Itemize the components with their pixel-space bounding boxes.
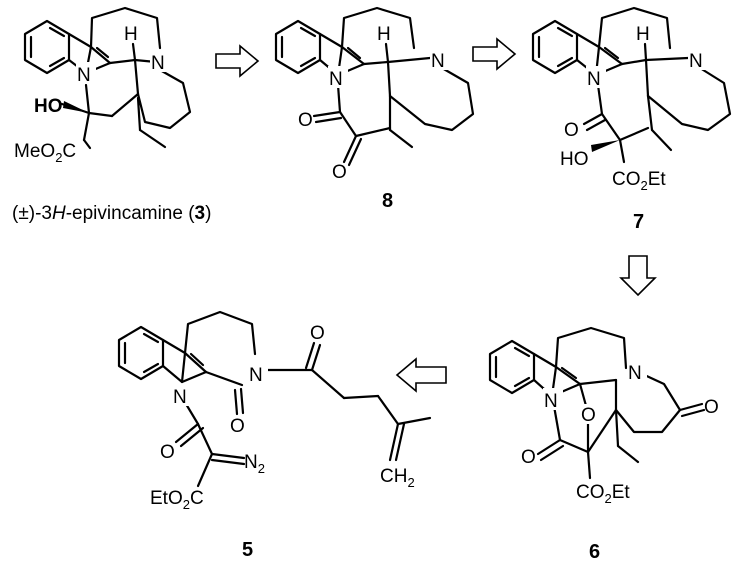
compound-8-label: 8 (382, 190, 393, 212)
compound-7-atom-o: O (564, 120, 579, 141)
compound-3-structure: N N H HO MeO2C (14, 6, 192, 165)
retro-arrow-7-to-6 (619, 255, 657, 297)
compound-5-structure: N N O O O N2 EtO2C CH2 (117, 310, 432, 512)
compound-6-atom-o-lactam: O (704, 397, 719, 418)
compound-5-atom-o1: O (310, 323, 325, 344)
compound-7-atom-n-amine: N (689, 51, 703, 72)
compound-3-atom-oh: HO (34, 96, 63, 117)
compound-6-ester: CO2Et (576, 482, 630, 506)
compound-8-atom-n-amine: N (431, 51, 445, 72)
compound-8-atom-n-indole: N (329, 69, 343, 90)
compound-3-ester: MeO2C (14, 141, 76, 165)
compound-3-caption: (±)-3H-epivincamine (3) (12, 203, 211, 224)
compound-3-atom-n-amine: N (151, 53, 165, 74)
compound-5-diazo: N2 (244, 452, 265, 476)
compound-7-atom-oh: HO (560, 149, 589, 170)
compound-6-atom-o-ring: O (521, 447, 536, 468)
compound-5-label: 5 (242, 539, 253, 561)
compound-6-atom-o-bridge: O (581, 405, 596, 426)
compound-5-atom-n-amide: N (249, 365, 263, 386)
retro-arrow-8-to-7 (472, 37, 517, 71)
compound-6-atom-n-amide: N (628, 363, 642, 384)
compound-7-atom-h: H (636, 24, 650, 45)
compound-8-atom-o2: O (332, 162, 347, 183)
compound-8-atom-h: H (377, 24, 391, 45)
compound-5-atom-n-indole: N (173, 387, 187, 408)
compound-7-atom-n-indole: N (587, 69, 601, 90)
compound-5-atom-o3: O (160, 442, 175, 463)
compound-7-label: 7 (633, 211, 644, 233)
compound-6-atom-n-indole: N (544, 391, 558, 412)
compound-6-structure: N N O O O CO2Et (488, 326, 719, 506)
compound-5-atom-o2: O (230, 416, 245, 437)
compound-7-structure: N N H O HO CO2Et (531, 6, 732, 193)
compound-3-atom-h: H (124, 24, 138, 45)
retro-arrow-6-to-5 (395, 357, 447, 393)
compound-8-atom-o1: O (298, 110, 313, 131)
compound-3-atom-n-indole: N (77, 65, 91, 86)
compound-6-label: 6 (589, 541, 600, 563)
compound-7-ester: CO2Et (612, 169, 666, 193)
compound-8-structure: N N H O O (274, 6, 475, 183)
compound-5-methylene: CH2 (380, 466, 415, 490)
retro-arrow-3-to-8 (215, 44, 260, 78)
compound-5-ester: EtO2C (150, 488, 204, 512)
